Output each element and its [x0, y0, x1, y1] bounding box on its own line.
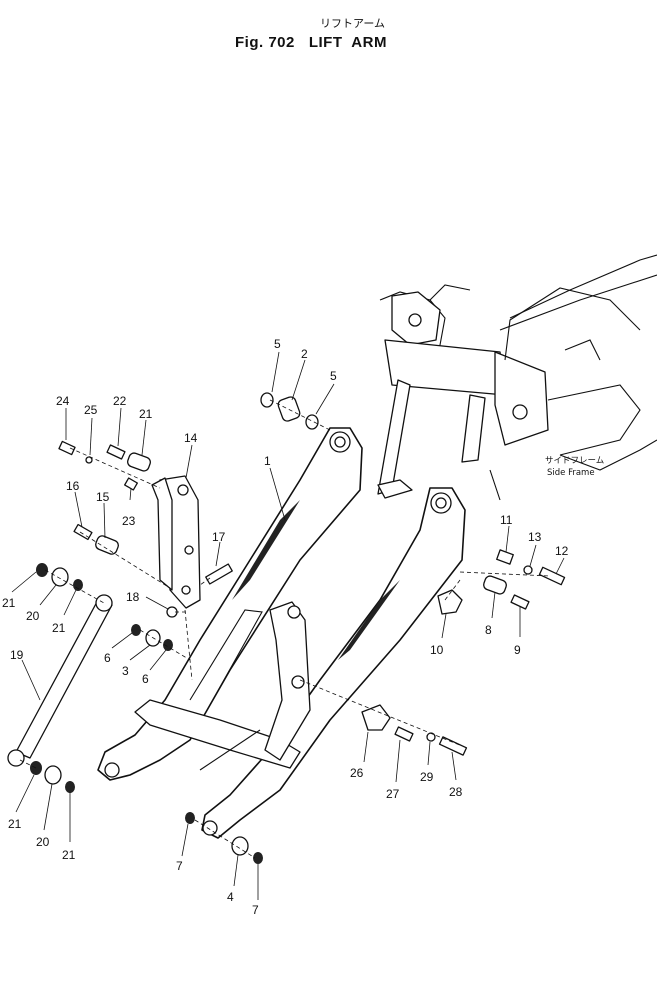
callout-6b: 6 — [142, 672, 149, 686]
side-frame-label-japanese: サイドフレーム — [545, 456, 604, 466]
callout-7a: 7 — [176, 859, 183, 873]
callout-15: 15 — [96, 490, 110, 504]
callout-30: 29 — [420, 770, 434, 784]
callout-21a: 21 — [2, 596, 16, 610]
callout-20b: 20 — [36, 835, 50, 849]
callout-1: 1 — [264, 454, 271, 468]
side-frame-drawing: サイドフレーム Side Frame — [377, 254, 657, 501]
side-frame-label: Side Frame — [547, 468, 595, 478]
callout-19: 19 — [10, 648, 24, 662]
callout-3: 3 — [122, 664, 129, 678]
callout-14: 14 — [184, 431, 198, 445]
assembly-lines — [19, 399, 551, 859]
callout-labels: 5 2 5 1 24 25 22 21 23 14 17 16 15 18 11… — [2, 337, 569, 917]
callout-7b: 7 — [252, 903, 259, 917]
link-bracket — [151, 475, 201, 609]
callout-18: 18 — [126, 590, 140, 604]
figure-title: Fig. 702 LIFT ARM — [235, 34, 387, 51]
callout-17: 17 — [212, 530, 226, 544]
callout-26: 25 — [84, 403, 98, 417]
callout-22: 21 — [139, 407, 153, 421]
callout-16: 16 — [66, 479, 80, 493]
callout-21c: 21 — [8, 817, 22, 831]
link-rod — [7, 594, 113, 767]
callout-20a: 20 — [26, 609, 40, 623]
callout-29: 28 — [449, 785, 463, 799]
callout-24: 23 — [122, 514, 136, 528]
small-parts — [30, 392, 566, 864]
lift-arm — [97, 427, 466, 839]
callout-25: 24 — [56, 394, 70, 408]
callout-21d: 21 — [62, 848, 76, 862]
callout-28: 27 — [386, 787, 400, 801]
callout-27: 26 — [350, 766, 364, 780]
callout-21b: 21 — [52, 621, 66, 635]
callout-9: 9 — [514, 643, 521, 657]
leader-lines — [11, 351, 565, 900]
callout-5a: 5 — [274, 337, 281, 351]
callout-4: 4 — [227, 890, 234, 904]
callout-13: 13 — [528, 530, 542, 544]
callout-6a: 6 — [104, 651, 111, 665]
callout-2: 2 — [301, 347, 308, 361]
callout-11: 11 — [500, 513, 513, 527]
callout-10: 10 — [430, 643, 444, 657]
callout-12: 12 — [555, 544, 569, 558]
callout-23: 22 — [113, 394, 127, 408]
callout-8: 8 — [485, 623, 492, 637]
callout-5b: 5 — [330, 369, 337, 383]
title-japanese: リフトアーム — [320, 17, 385, 30]
